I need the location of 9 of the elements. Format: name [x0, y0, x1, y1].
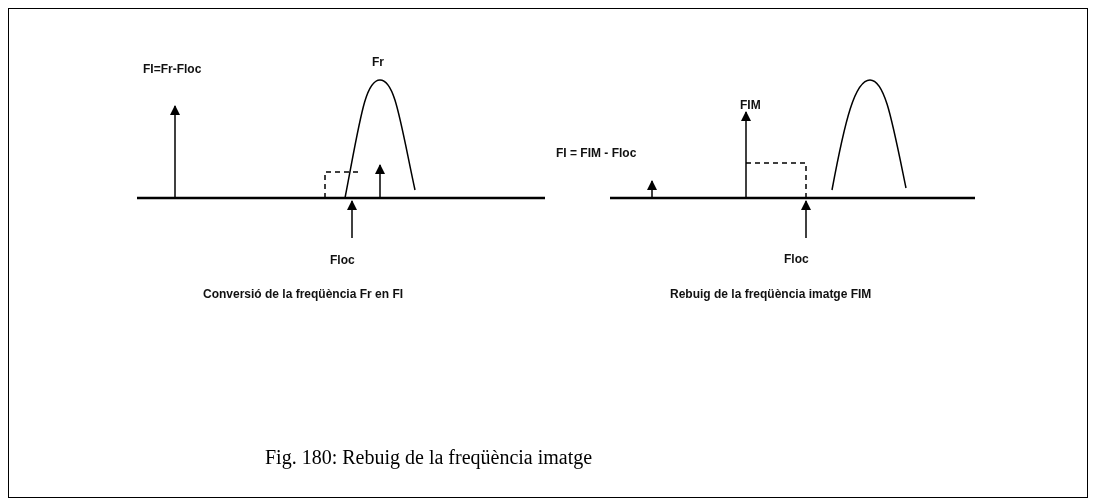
frequency-label: FI=Fr-Floc	[143, 62, 202, 76]
frequency-label: Fr	[372, 55, 384, 69]
figure-caption: Fig. 180: Rebuig de la freqüència imatge	[265, 446, 593, 469]
frequency-label: Floc	[330, 253, 355, 267]
panel-title: Rebuig de la freqüència imatge FIM	[670, 287, 872, 301]
panel-title: Conversió de la freqüència Fr en FI	[203, 287, 404, 301]
frequency-label: Floc	[784, 252, 809, 266]
frequency-label: FI = FIM - Floc	[556, 146, 637, 160]
frequency-label: FIM	[740, 98, 761, 112]
